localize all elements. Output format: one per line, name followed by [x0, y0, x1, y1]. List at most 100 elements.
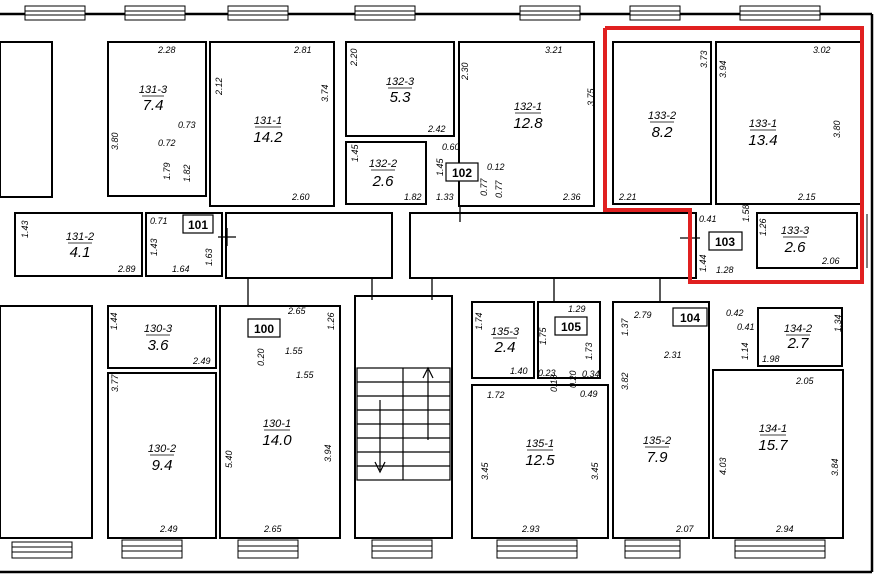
apartment-100-label: 100 [254, 322, 274, 336]
room-code: 131-1 [254, 115, 282, 127]
staircase [356, 366, 451, 481]
dim-label: 3.94 [718, 60, 728, 78]
dim-label: 1.43 [20, 220, 30, 238]
dim-label: 0.41 [699, 214, 717, 224]
dim-label: 1.29 [568, 304, 586, 314]
dim-label: 3.74 [320, 84, 330, 102]
room-code: 133-1 [749, 118, 777, 130]
room-code: 134-2 [784, 323, 812, 335]
dim-label: 1.14 [740, 342, 750, 360]
dim-label: 1.75 [538, 326, 548, 345]
dim-label: 2.15 [797, 192, 817, 202]
dim-label: 3.75 [586, 87, 596, 106]
dim-label: 1.45 [435, 157, 445, 176]
dim-label: 0.49 [580, 389, 598, 399]
dim-label: 2.60 [291, 192, 310, 202]
dim-label: 1.72 [487, 390, 505, 400]
apartment-101-label: 101 [188, 218, 208, 232]
dim-label: 1.37 [620, 317, 630, 336]
dim-label: 1.82 [182, 164, 192, 182]
dim-label: 1.74 [474, 312, 484, 330]
dim-label: 0.42 [726, 308, 744, 318]
dim-label: 3.80 [832, 120, 842, 138]
apartment-105-label: 105 [561, 320, 581, 334]
dim-label: 2.49 [159, 524, 178, 534]
dim-label: 2.65 [263, 524, 283, 534]
dim-label: 2.06 [821, 256, 840, 266]
door-marks [218, 206, 700, 306]
dim-label: 3.80 [110, 132, 120, 150]
apartment-labels: 101 102 103 100 105 104 [182, 162, 743, 338]
dim-label: 2.21 [618, 192, 637, 202]
room-code: 133-2 [648, 110, 676, 122]
dim-label: 0.77 [494, 179, 504, 198]
dim-label: 2.20 [349, 48, 359, 67]
room-area: 13.4 [748, 132, 777, 149]
dim-label: 1.26 [758, 218, 768, 236]
room-code: 131-2 [66, 231, 94, 243]
dim-label: 0.20 [568, 370, 578, 388]
dim-label: 1.79 [162, 162, 172, 180]
dim-label: 1.98 [762, 354, 780, 364]
dim-label: 3.45 [590, 461, 600, 480]
dim-label: 3.21 [545, 45, 563, 55]
dim-label: 5.40 [224, 450, 234, 468]
room-area: 14.0 [262, 432, 292, 449]
room-code: 133-3 [781, 225, 810, 237]
apartment-104-label: 104 [680, 311, 700, 325]
dim-label: 0.12 [487, 162, 505, 172]
dimension-labels: 2.28 3.80 1.79 0.73 0.72 1.82 2.81 2.12 … [20, 45, 843, 534]
dim-label: 2.65 [287, 306, 307, 316]
room-code: 134-1 [759, 423, 787, 435]
highlighted-apartment-outline [603, 26, 864, 284]
dim-label: 0.72 [158, 138, 176, 148]
room-area: 12.5 [525, 452, 555, 469]
dim-label: 0.71 [150, 216, 168, 226]
room-code: 130-3 [144, 323, 173, 335]
room-area: 8.2 [652, 124, 674, 141]
room-code: 132-1 [514, 101, 542, 113]
dim-label: 3.82 [620, 372, 630, 390]
room-code: 135-1 [526, 438, 554, 450]
dim-label: 0.18 [549, 374, 559, 392]
room-code: 135-3 [491, 326, 520, 338]
dim-label: 1.28 [716, 265, 734, 275]
dim-label: 1.44 [109, 312, 119, 330]
room-code: 135-2 [643, 435, 671, 447]
room-area: 2.4 [494, 339, 516, 356]
dim-label: 0.20 [256, 348, 266, 366]
dim-label: 3.94 [323, 444, 333, 462]
dim-label: 1.45 [350, 143, 360, 162]
dim-label: 2.94 [775, 524, 794, 534]
dim-label: 1.63 [204, 248, 214, 266]
dim-label: 2.89 [117, 264, 136, 274]
dim-label: 1.26 [326, 312, 336, 330]
dim-label: 1.58 [741, 204, 751, 222]
dim-label: 3.02 [813, 45, 831, 55]
room-code: 130-1 [263, 418, 291, 430]
dim-label: 2.28 [157, 45, 176, 55]
dim-label: 1.40 [510, 366, 528, 376]
room-code: 132-3 [386, 76, 415, 88]
room-code: 132-2 [369, 158, 397, 170]
dim-label: 2.30 [460, 62, 470, 81]
dim-label: 1.73 [584, 342, 594, 360]
apartment-102-label: 102 [452, 166, 472, 180]
dim-label: 2.12 [214, 77, 224, 96]
dim-label: 2.07 [675, 524, 695, 534]
room-area: 14.2 [253, 129, 283, 146]
dim-label: 4.03 [718, 457, 728, 475]
room-area: 9.4 [152, 457, 173, 474]
room-area: 2.6 [372, 173, 395, 190]
room-labels: 131-3 7.4 131-1 14.2 132-3 5.3 132-1 12.… [66, 76, 812, 474]
room-area: 2.6 [784, 239, 807, 256]
dim-label: 1.43 [149, 238, 159, 256]
dim-label: 3.77 [110, 373, 120, 392]
room-area: 2.7 [787, 335, 810, 352]
dim-label: 1.82 [404, 192, 422, 202]
room-area: 12.8 [513, 115, 543, 132]
dim-label: 2.36 [562, 192, 581, 202]
dim-label: 2.81 [293, 45, 312, 55]
room-code: 131-3 [139, 84, 168, 96]
dim-label: 0.73 [178, 120, 196, 130]
